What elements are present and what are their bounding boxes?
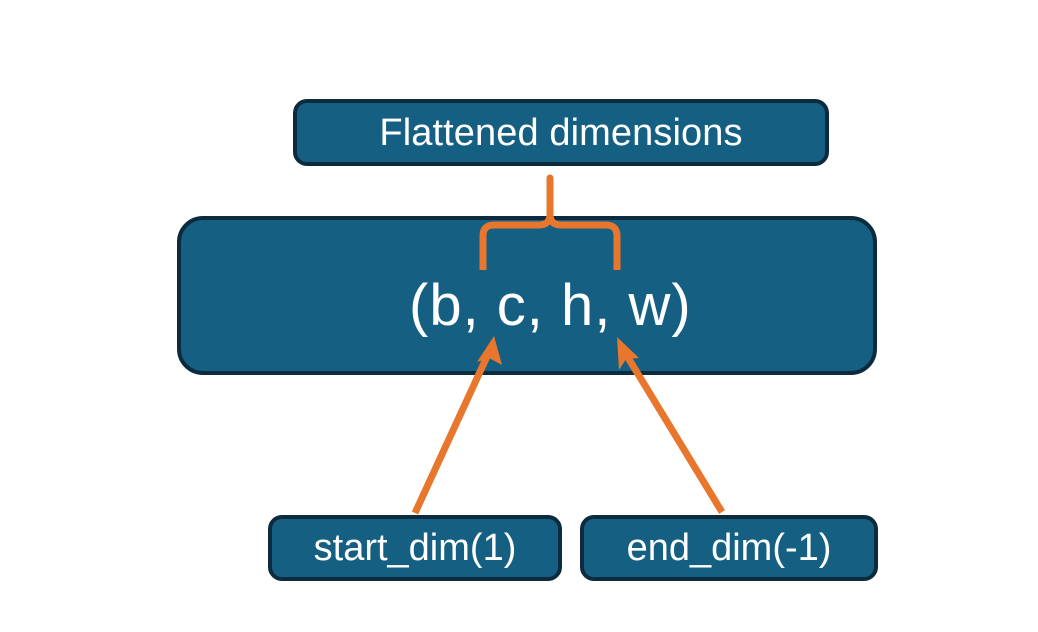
node-end-dim-label: end_dim(-1)	[626, 527, 832, 569]
node-tensor-shape-label: (b, c, h, w)	[409, 273, 692, 338]
node-start-dim[interactable]: start_dim(1)	[268, 515, 562, 581]
node-flattened-dimensions[interactable]: Flattened dimensions	[293, 99, 829, 166]
arrow-end-dim-line	[621, 349, 725, 514]
node-start-dim-label: start_dim(1)	[313, 527, 517, 569]
node-flattened-dimensions-label: Flattened dimensions	[379, 111, 743, 154]
node-end-dim[interactable]: end_dim(-1)	[580, 515, 878, 581]
node-tensor-shape[interactable]: (b, c, h, w)	[177, 216, 877, 375]
